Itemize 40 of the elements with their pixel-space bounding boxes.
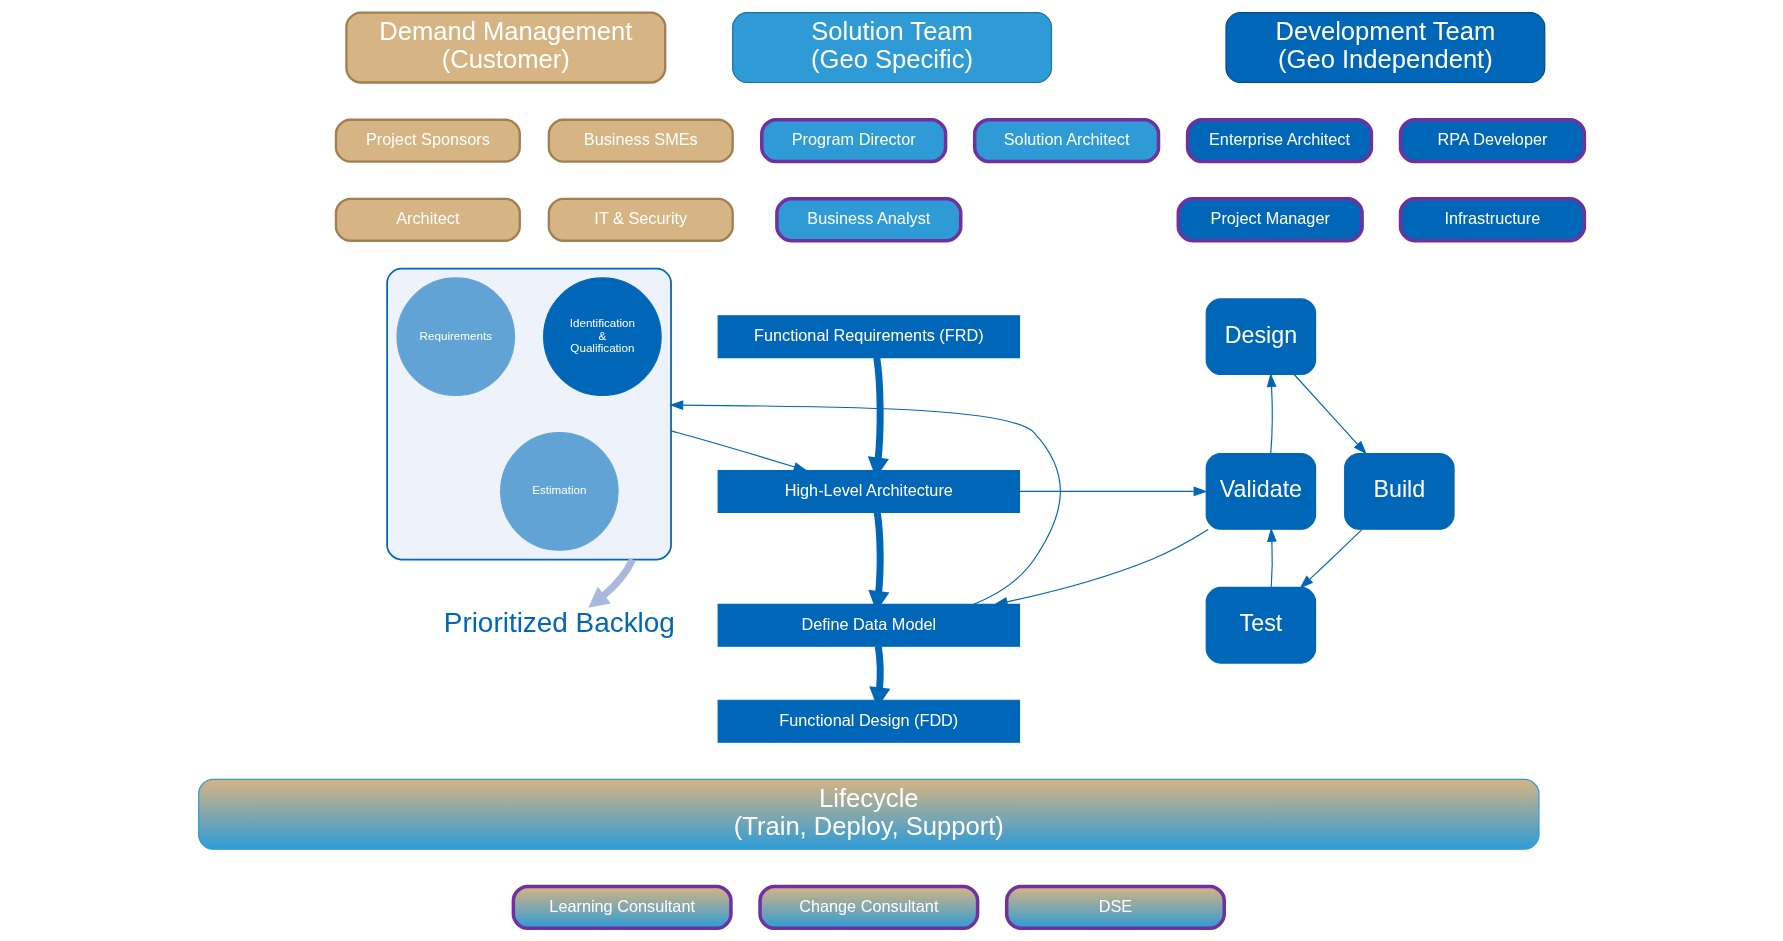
node-box: Enterprise Architect: [1185, 117, 1374, 164]
node-box: Lifecycle (Train, Deploy, Support): [198, 778, 1540, 850]
arrow: [993, 529, 1209, 607]
node-box: Solution Team (Geo Specific): [732, 12, 1053, 84]
node-circle: Requirements: [396, 277, 516, 397]
node-box: Validate: [1205, 453, 1317, 530]
node-box: IT & Security: [547, 197, 734, 242]
node-box: Architect: [334, 197, 521, 242]
arrow: [588, 558, 636, 608]
arrow: [1266, 373, 1277, 454]
node-box: High-Level Architecture: [717, 469, 1021, 513]
node-text: Prioritized Backlog: [443, 607, 675, 639]
node-box: Demand Management (Customer): [345, 11, 667, 84]
node-circle: Identification & Qualification: [543, 277, 662, 397]
arrow: [1267, 527, 1277, 588]
node-box: Test: [1205, 586, 1317, 664]
node-box: Define Data Model: [717, 603, 1021, 647]
node-box: Business SMEs: [547, 118, 734, 163]
arrow: [669, 400, 1061, 605]
arrow: [670, 430, 808, 472]
node-box: Functional Design (FDD): [717, 699, 1021, 743]
node-box: Development Team (Geo Independent): [1225, 12, 1546, 84]
node-box: DSE: [1004, 884, 1226, 931]
node-box: Build: [1344, 453, 1455, 530]
arrow: [1293, 374, 1367, 455]
node-box: Functional Requirements (FRD): [717, 315, 1021, 359]
node-box: Change Consultant: [758, 884, 980, 931]
arrow: [1019, 486, 1208, 497]
node-box: Program Director: [760, 117, 948, 164]
cluster: [386, 267, 672, 561]
node-box: Business Analyst: [775, 197, 963, 243]
node-box: Solution Architect: [972, 117, 1161, 164]
node-box: Learning Consultant: [511, 884, 733, 931]
node-box: Design: [1205, 298, 1317, 376]
arrow: [1299, 529, 1363, 589]
node-box: RPA Developer: [1398, 117, 1587, 164]
node-box: Project Manager: [1176, 197, 1364, 243]
node-circle: Estimation: [500, 432, 619, 551]
node-box: Project Sponsors: [334, 118, 521, 163]
node-box: Infrastructure: [1398, 197, 1587, 243]
